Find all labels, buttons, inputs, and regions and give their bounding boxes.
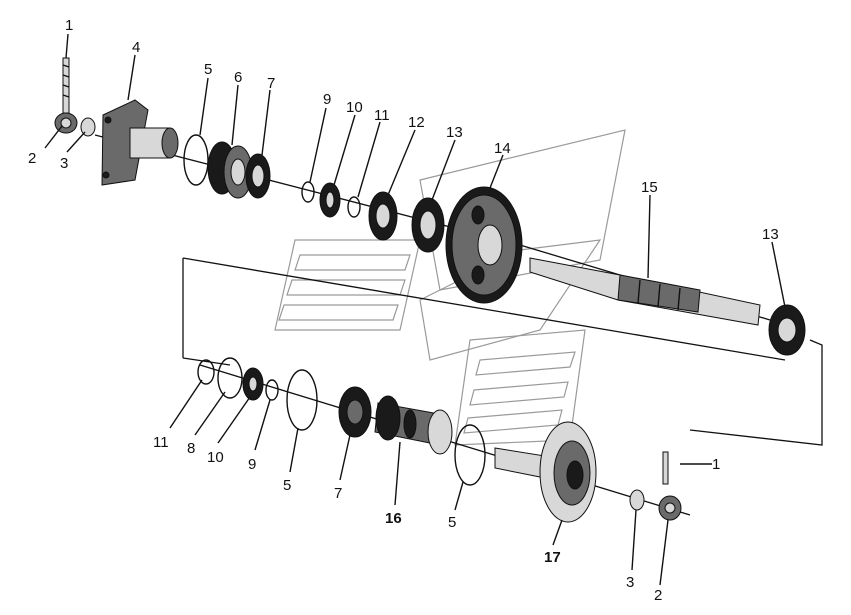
label-part-7-lower: 7 [334,485,342,502]
label-part-1-lower: 1 [712,456,720,473]
watermark-logo [274,129,626,446]
label-part-5-upper: 5 [204,61,212,78]
label-part-6: 6 [234,69,242,86]
label-part-11-lower: 11 [153,434,169,451]
label-part-5-lower-right: 5 [448,514,456,531]
part-3-washer-upper [80,117,96,137]
part-7-bearing-upper [245,153,271,199]
part-13-bearing-right [768,304,806,356]
label-part-10-lower: 10 [207,449,224,466]
label-part-3-upper: 3 [60,155,68,172]
label-part-13-right: 13 [762,226,779,243]
part-16-sleeve [374,395,453,455]
part-5-o-ring-lower-right [454,424,486,486]
part-15-shaft [529,257,761,326]
part-13-bearing-upper [411,197,445,253]
label-part-16: 16 [385,510,402,527]
label-part-7-upper: 7 [267,75,275,92]
part-10-small-bearing-lower [242,367,264,401]
label-part-14: 14 [494,140,511,157]
part-9-snap-ring-upper [301,181,315,203]
label-part-5-lower-left: 5 [283,477,291,494]
part-3-washer-lower [629,489,645,511]
label-part-15: 15 [641,179,658,196]
part-2-nut-lower [658,495,682,521]
label-part-9-lower: 9 [248,456,256,473]
part-1-bolt-upper [62,57,70,114]
label-part-9-upper: 9 [323,91,331,108]
part-1-bolt-lower [662,451,669,485]
part-12-bearing [368,191,398,241]
label-part-2-upper: 2 [28,150,36,167]
label-part-11-upper: 11 [374,107,390,124]
label-part-3-lower: 3 [626,574,634,591]
part-9-snap-ring-lower [265,379,279,401]
part-4-flange-housing [101,99,179,186]
part-7-bearing-lower [338,386,372,438]
part-5-o-ring-upper [183,134,209,186]
label-part-12: 12 [408,114,425,131]
label-part-1-upper: 1 [65,17,73,34]
part-11-ring-lower [197,359,215,385]
part-6-bearing [207,141,253,199]
part-8-washer [217,357,243,399]
part-5-o-ring-lower-left [286,369,318,431]
label-part-17: 17 [544,549,561,566]
label-part-2-lower: 2 [654,587,662,604]
label-part-4: 4 [132,39,140,56]
part-14-gear [445,186,523,304]
part-10-small-bearing-upper [319,182,341,218]
label-part-13-upper: 13 [446,124,463,141]
label-part-10-upper: 10 [346,99,363,116]
leader-lines [44,33,786,586]
part-11-ring-upper [347,196,361,218]
label-part-8: 8 [187,440,195,457]
part-17-flange-shaft [494,421,597,523]
